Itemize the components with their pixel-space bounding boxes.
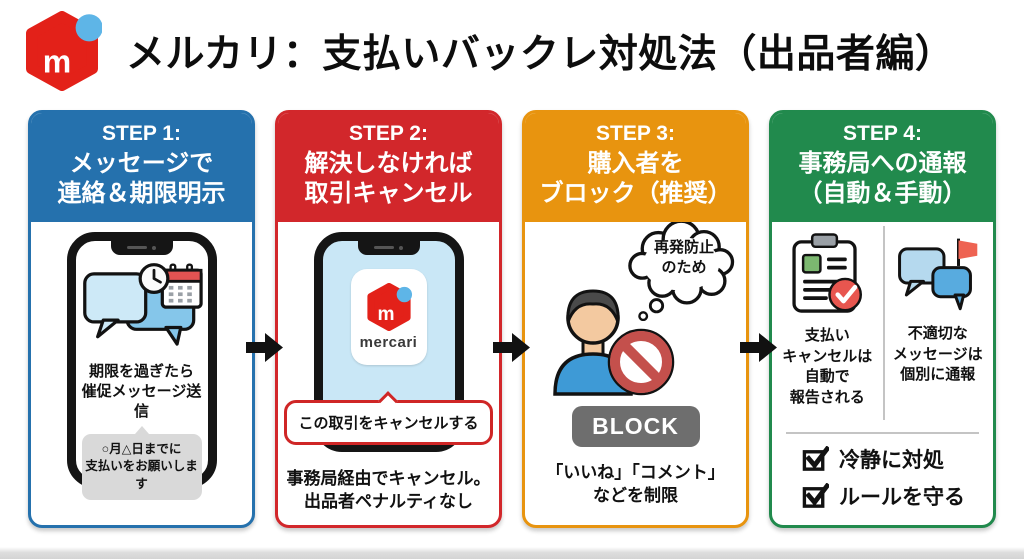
note-line: キャンセルは [782, 347, 873, 365]
flagged-message-icon [897, 238, 978, 311]
step4-title-line1: 事務局への通報 [798, 150, 967, 177]
note-line: 出品者ペナルティなし [304, 491, 473, 511]
deadline-message-bubble: ○月△日までに 支払いをお願いします [81, 425, 202, 501]
step4-card: STEP 4: 事務局への通報 （自動＆手動） [769, 110, 996, 528]
step2-header: STEP 2: 解決しなければ 取引キャンセル [278, 113, 499, 222]
step3-title-line1: 購入者を [587, 150, 684, 177]
phone-frame: 期限を過ぎたら 催促メッセージ送信 ○月△日までに 支払いをお願いします [66, 232, 217, 501]
arrow-slot [740, 110, 777, 528]
bubble-line: ○月△日までに [101, 441, 182, 456]
step4-body: 支払い キャンセルは 自動で 報告される [772, 222, 993, 525]
step3-body: 再発防止 のため BLOCK 「いいね」「コメント」 などを制限 [525, 222, 746, 525]
cancel-callout: この取引をキャンセルする [284, 391, 493, 445]
manual-report-column: 不適切な メッセージは 個別に通報 [883, 232, 994, 424]
thought-line: 再発防止 [653, 239, 714, 256]
checklist-label: 冷静に対処 [839, 449, 944, 472]
phone-speaker [374, 246, 394, 249]
step2-title-line1: 解決しなければ [304, 150, 473, 177]
mercari-logo-icon: m [22, 11, 103, 91]
note-line: 報告される [789, 389, 865, 407]
note-line: 個別に通報 [900, 366, 976, 384]
thought-line: のため [661, 258, 707, 276]
phone-camera [399, 245, 403, 250]
block-illustration: 再発防止 のため [525, 222, 746, 404]
step3-note: 「いいね」「コメント」 などを制限 [525, 462, 746, 508]
step2-label: STEP 2: [349, 122, 428, 145]
svg-text:m: m [43, 44, 71, 80]
step3-card: STEP 3: 購入者を ブロック（推奨） 再発防止 のため [522, 110, 749, 528]
step1-phone-caption: 期限を過ぎたら 催促メッセージ送信 [76, 362, 208, 422]
report-clipboard-icon [792, 233, 863, 313]
horizontal-divider [786, 432, 979, 434]
step2-body: m mercari この取引をキャンセルする 事務局経由でキャンセル。 出品者ペ… [278, 232, 499, 525]
manual-report-note: 不適切な メッセージは 個別に通報 [893, 324, 983, 386]
caption-line: 催促メッセージ送信 [81, 382, 202, 420]
arrow-right-icon [493, 333, 530, 362]
thought-text: 再発防止 のため [634, 238, 734, 277]
callout-text: この取引をキャンセルする [298, 415, 479, 432]
auto-report-column: 支払い キャンセルは 自動で 報告される [772, 232, 883, 424]
bubble-line: 支払いをお願いします [85, 459, 198, 491]
checklist: 冷静に対処 ルールを守る [802, 444, 993, 511]
step1-title-line1: メッセージで [69, 150, 214, 177]
phone-notch [110, 240, 173, 255]
step4-header: STEP 4: 事務局への通報 （自動＆手動） [772, 113, 993, 222]
page-title: メルカリ：支払いバックレ対処法（出品者編） [126, 33, 955, 76]
step1-title-line2: 連絡＆期限明示 [57, 180, 226, 207]
svg-text:m: m [377, 304, 394, 325]
arrow-slot [246, 110, 283, 528]
checklist-label: ルールを守る [839, 486, 965, 509]
bottom-shadow [0, 547, 1024, 559]
checkbox-checked-icon [802, 445, 829, 471]
step4-title-line2: （自動＆手動） [798, 180, 967, 207]
reminder-illustration-icon [82, 263, 203, 346]
mercari-wordmark: mercari [359, 334, 418, 351]
step3-title-line2: ブロック（推奨） [539, 180, 732, 207]
block-badge: BLOCK [571, 406, 700, 447]
auto-report-note: 支払い キャンセルは 自動で 報告される [782, 326, 872, 409]
step1-body: 期限を過ぎたら 催促メッセージ送信 ○月△日までに 支払いをお願いします [31, 232, 252, 525]
blocked-user-icon [553, 289, 675, 396]
arrow-right-icon [246, 333, 283, 362]
header: m メルカリ：支払いバックレ対処法（出品者編） [0, 0, 1024, 102]
note-line: 事務局経由でキャンセル。 [286, 469, 491, 488]
note-line: などを制限 [593, 485, 678, 505]
steps-row: STEP 1: メッセージで 連絡＆期限明示 [28, 110, 996, 528]
step1-header: STEP 1: メッセージで 連絡＆期限明示 [31, 113, 252, 222]
phone-notch [357, 240, 420, 255]
note-line: 「いいね」「コメント」 [546, 463, 725, 482]
mercari-logo-icon: m [366, 283, 412, 331]
step3-header: STEP 3: 購入者を ブロック（推奨） [525, 113, 746, 222]
arrow-right-icon [740, 333, 777, 362]
checklist-item: ルールを守る [802, 481, 993, 511]
step3-label: STEP 3: [596, 122, 675, 145]
step2-title-line2: 取引キャンセル [304, 180, 473, 207]
note-line: 支払い [804, 327, 850, 344]
note-line: 自動で [804, 368, 850, 386]
step2-note: 事務局経由でキャンセル。 出品者ペナルティなし [278, 468, 499, 514]
caption-line: 期限を過ぎたら [88, 363, 194, 380]
note-line: メッセージは [892, 345, 983, 363]
thought-bubble-icon [628, 222, 735, 321]
checkbox-checked-icon [802, 482, 829, 508]
phone-camera [152, 245, 156, 250]
arrow-slot [493, 110, 530, 528]
step2-card: STEP 2: 解決しなければ 取引キャンセル m mercari この取引をキ… [275, 110, 502, 528]
checklist-item: 冷静に対処 [802, 444, 993, 474]
step1-card: STEP 1: メッセージで 連絡＆期限明示 [28, 110, 255, 528]
mercari-app-icon: m mercari [350, 269, 427, 365]
report-columns: 支払い キャンセルは 自動で 報告される [772, 222, 993, 424]
vertical-divider [882, 226, 885, 420]
note-line: 不適切な [907, 325, 968, 342]
phone-speaker [127, 246, 147, 249]
step1-label: STEP 1: [102, 122, 181, 145]
step4-label: STEP 4: [843, 122, 922, 145]
